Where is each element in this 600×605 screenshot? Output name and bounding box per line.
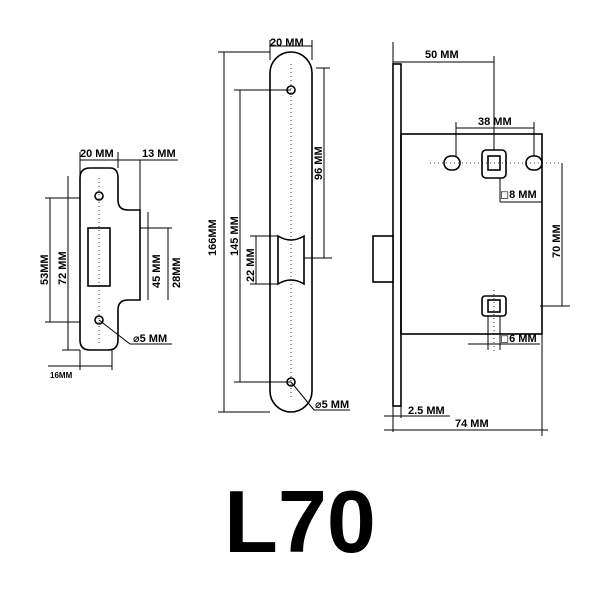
screw-slot-left	[443, 155, 461, 171]
lock-case	[400, 133, 543, 335]
faceplate-width-label: 20 MM	[270, 37, 304, 49]
strike-hole-spacing-label: 72 MM	[57, 251, 69, 285]
strike-width-label: 20 MM	[80, 148, 114, 160]
faceplate: 20 MM 166MM 145 MM 22 MM 96 MM ⌀5 MM	[207, 37, 350, 413]
strike-hole-bottom	[94, 315, 104, 325]
latch-bolt-side	[372, 235, 394, 283]
spindle-square	[487, 155, 501, 171]
product-code: L70	[224, 472, 376, 571]
faceplate-thickness-label: 2.5 MM	[408, 405, 445, 417]
strike-lip-label: 13 MM	[142, 148, 176, 160]
strike-hole-diameter-label: ⌀5 MM	[133, 333, 167, 345]
strike-plate-outline	[79, 167, 141, 351]
backset-label: 50 MM	[425, 49, 459, 61]
center-distance-label: 70 MM	[551, 224, 563, 258]
lock-faceplate-edge	[392, 63, 402, 407]
faceplate-hole-spacing-label: 145 MM	[229, 216, 241, 256]
latch-height-label: 22 MM	[245, 248, 257, 282]
strike-bottom-offset-label: 16MM	[50, 371, 73, 380]
faceplate-outline	[269, 51, 313, 413]
strike-opening-height-label: 45 MM	[151, 254, 163, 288]
strike-opening	[87, 227, 111, 287]
spindle-spacing-label: 38 MM	[478, 116, 512, 128]
strike-opening-inner-label: 28MM	[171, 257, 183, 288]
lower-square	[487, 299, 501, 313]
spindle-hub	[481, 149, 507, 179]
lock-depth-label: 74 MM	[455, 418, 489, 430]
faceplate-hole-diameter-label: ⌀5 MM	[315, 399, 349, 411]
strike-hole-top	[94, 191, 104, 201]
spindle-square-label: ◻8 MM	[500, 189, 537, 201]
strike-plate: 20 MM 13 MM 53MM 72 MM 45 MM 28MM 16MM ⌀…	[39, 148, 183, 380]
latch-bolt	[277, 234, 305, 286]
faceplate-upper-latch-label: 96 MM	[313, 146, 325, 180]
lock-body: 50 MM 38 MM ◻8 MM 70 MM ◻6 MM 2.5 MM 74 …	[372, 42, 570, 436]
lower-square-label: ◻6 MM	[500, 333, 537, 345]
faceplate-total-height-label: 166MM	[207, 219, 219, 256]
strike-height-outer-label: 53MM	[39, 254, 51, 285]
